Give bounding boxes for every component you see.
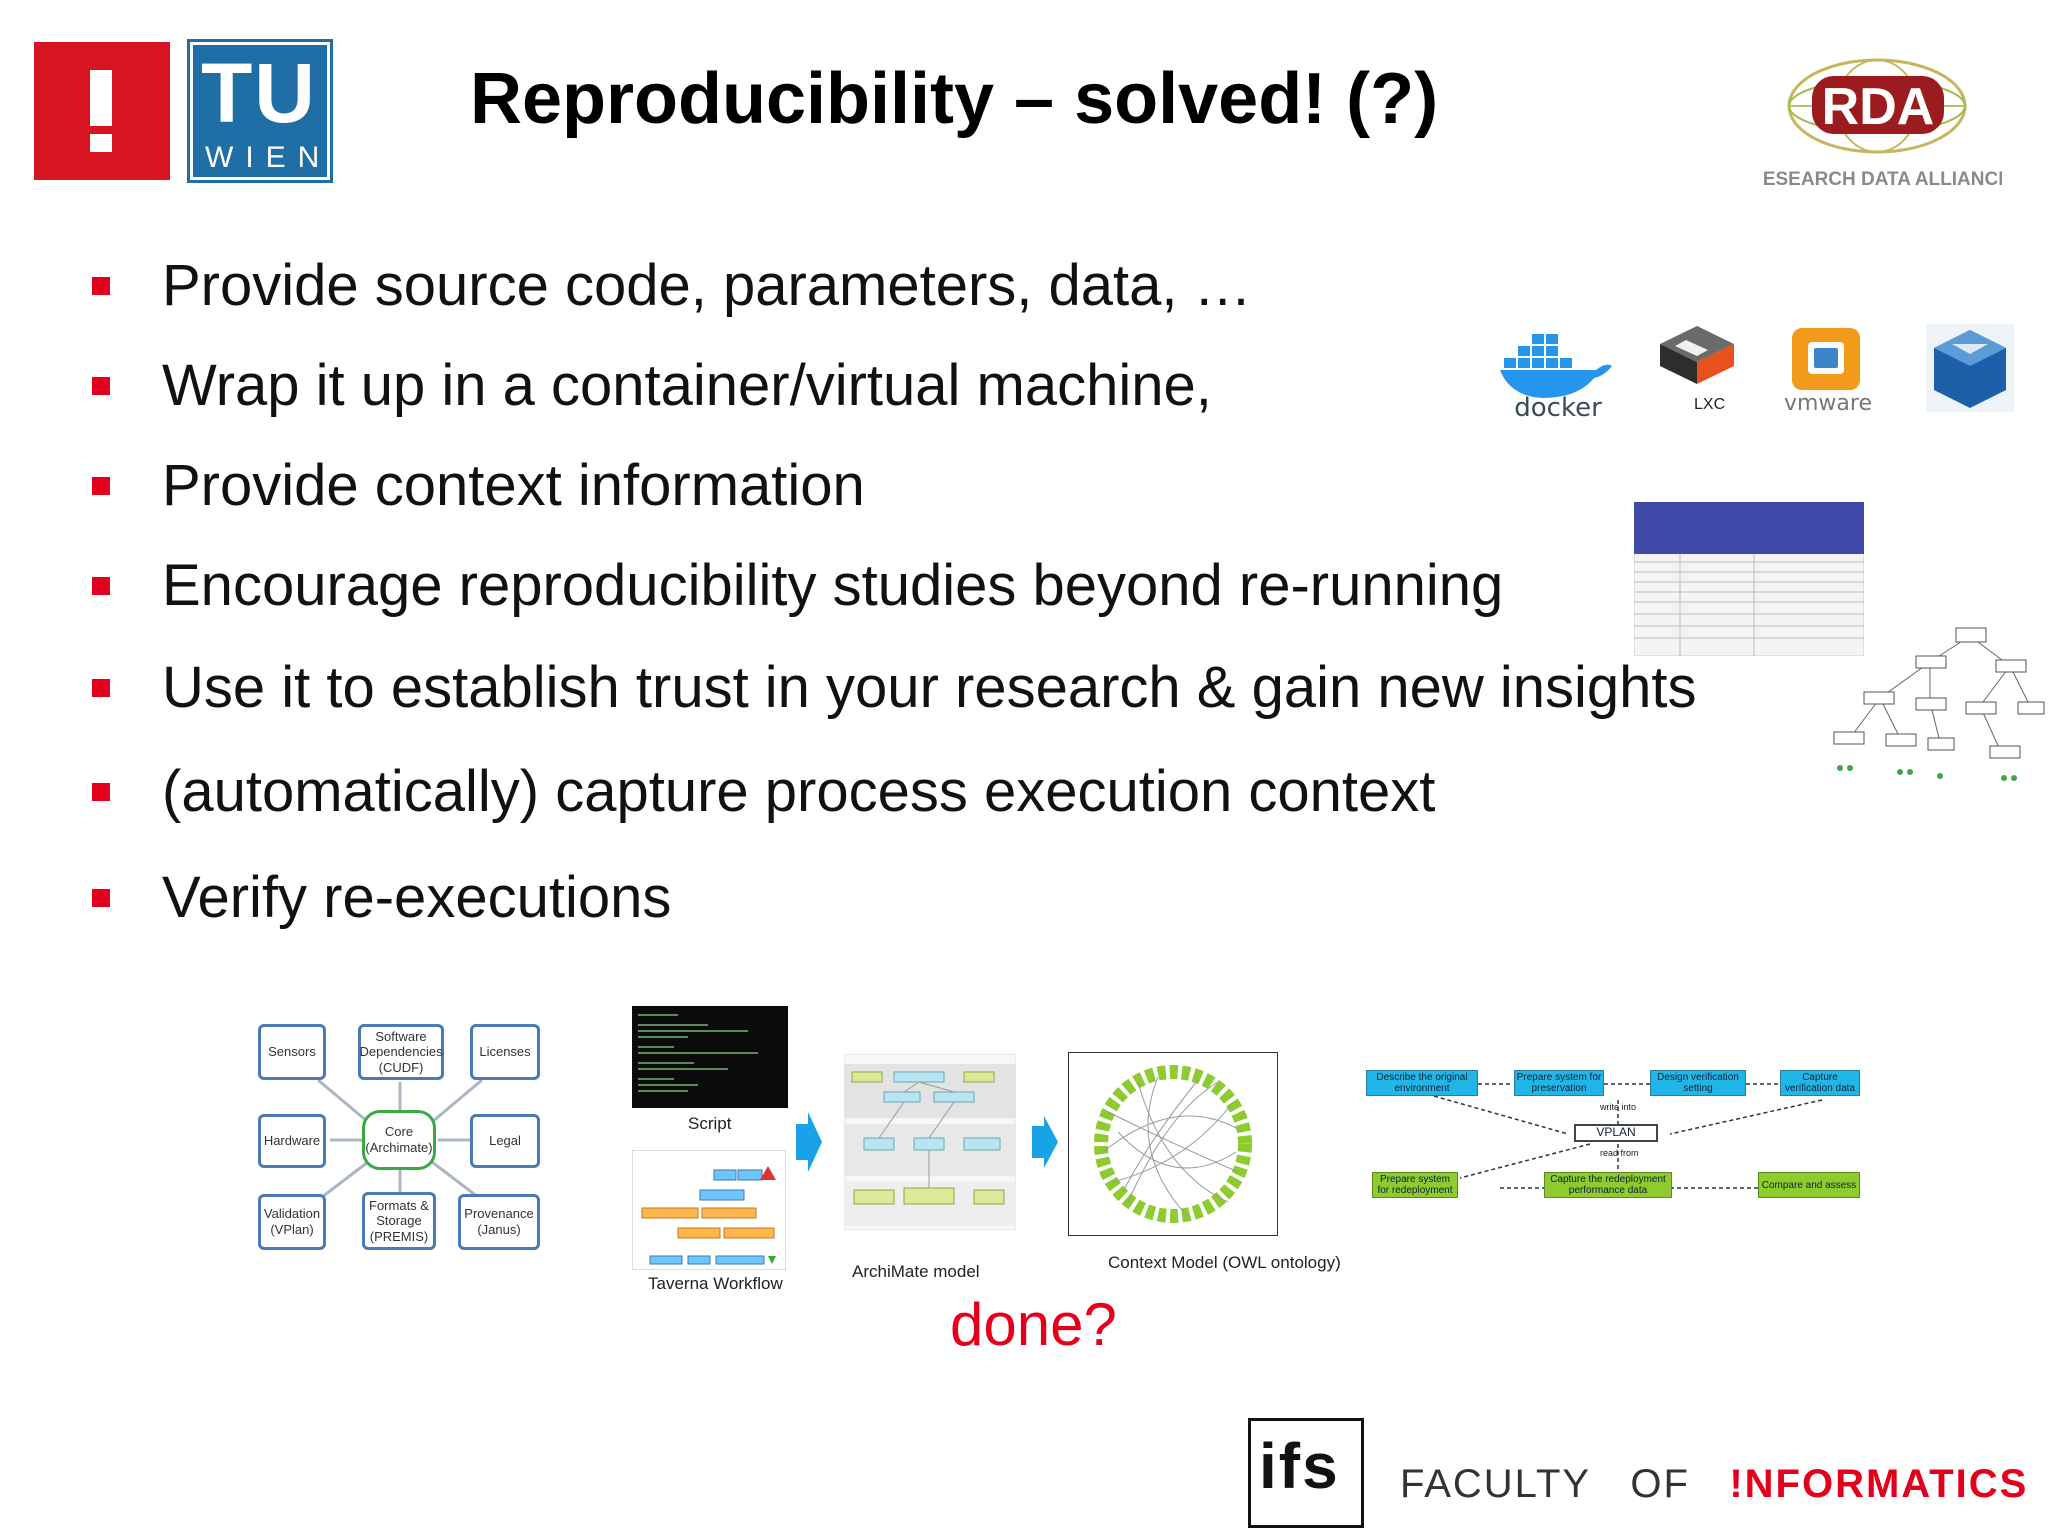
bullet-item: Provide source code, parameters, data, … [92,252,1252,319]
rda-logo-text: RDA [1822,78,1935,136]
virtualbox-icon [1926,324,2014,412]
informatics-word: !NFORMATICS [1729,1462,2029,1506]
bullet-text: Provide context information [162,453,865,518]
bullet-text: (automatically) capture process executio… [162,759,1436,824]
bullet-marker [92,782,110,801]
vflow-edge-write: write into [1600,1102,1637,1112]
reproducibility-matrix-thumbnail [1634,502,1864,656]
node-licenses: Licenses [470,1024,540,1080]
lxc-logo [1660,326,1734,384]
context-model-caption: Context Model (OWL ontology) [1108,1253,1341,1272]
faculty-word: FACULTY [1400,1462,1592,1506]
bullet-item: Verify re-executions [92,864,671,931]
done-question: done? [950,1291,1117,1358]
vflow-edge-read: read from [1600,1148,1639,1158]
of-word: OF [1630,1462,1690,1506]
vflow-prepare-preservation: Prepare system for preservation [1514,1070,1604,1096]
tu-logo-sub: WIEN [205,141,332,174]
arrow-right-icon [1032,1116,1058,1168]
bullet-text: Wrap it up in a container/virtual machin… [162,353,1212,418]
docker-label: docker [1514,393,1602,420]
docker-logo: docker [1500,334,1612,420]
node-provenance: Provenance (Janus) [458,1194,540,1250]
bullet-marker [92,888,110,907]
exclamation-icon [84,70,118,152]
decision-tree-thumbnail [1833,627,2045,781]
bullet-text: Verify re-executions [162,865,672,930]
node-legal: Legal [470,1114,540,1168]
bullet-text: Use it to establish trust in your resear… [162,655,1697,720]
bullet-item: Provide context information [92,452,865,519]
lxc-label: LXC [1694,396,1726,413]
rda-logo-sub: RESEARCH DATA ALLIANCE [1762,169,2002,190]
context-model-thumbnail [1068,1052,1278,1236]
vflow-compare-assess: Compare and assess [1758,1172,1860,1198]
taverna-workflow-thumbnail [632,1150,786,1270]
vflow-prepare-redeployment: Prepare system for redeployment [1372,1172,1458,1198]
tu-wien-logo: TU WIEN [187,39,333,183]
bullet-item: Use it to establish trust in your resear… [92,654,1697,721]
bullet-marker [92,678,110,697]
bullet-marker [92,476,110,495]
taverna-caption: Taverna Workflow [648,1274,783,1293]
vmware-logo: vmware [1784,328,1872,414]
bullet-marker [92,576,110,595]
archimate-model-thumbnail [844,1054,1016,1230]
rda-logo: RDA RESEARCH DATA ALLIANCE [1762,58,2002,190]
bullet-marker [92,276,110,295]
archimate-caption: ArchiMate model [852,1262,980,1281]
ifs-logo-text: ifs [1259,1430,1340,1502]
script-caption: Script [688,1114,732,1133]
bullet-item: (automatically) capture process executio… [92,758,1435,825]
slide-title: Reproducibility – solved! (?) [470,59,1439,139]
verification-flow-edges [1433,1083,1823,1189]
vflow-design-verification: Design verification setting [1650,1070,1746,1096]
vflow-capture-verification: Capture verification data [1780,1070,1860,1096]
ifs-logo: ifs [1248,1418,1364,1528]
node-hardware: Hardware [258,1114,326,1168]
bullet-item: Wrap it up in a container/virtual machin… [92,352,1212,419]
script-thumbnail [632,1006,788,1108]
bullet-item: Encourage reproducibility studies beyond… [92,552,1503,619]
bullet-text: Encourage reproducibility studies beyond… [162,553,1504,618]
arrow-right-icon [796,1112,822,1172]
node-sensors: Sensors [258,1024,326,1080]
vflow-describe-original: Describe the original environment [1366,1070,1478,1096]
bullet-text: Provide source code, parameters, data, … [162,253,1252,318]
vmware-label: vmware [1784,391,1872,414]
node-core: Core (Archimate) [362,1110,436,1170]
tu-wien-logo-mark [34,42,170,180]
faculty-of-informatics: FACULTY OF !NFORMATICS [1400,1462,2028,1507]
vflow-capture-redeployment: Capture the redeployment performance dat… [1544,1172,1672,1198]
vflow-vplan: VPLAN [1574,1124,1658,1142]
node-validation: Validation (VPlan) [258,1194,326,1250]
node-formats-storage: Formats & Storage (PREMIS) [362,1192,436,1250]
tu-logo-text: TU [201,46,317,140]
node-software-dependencies: Software Dependencies (CUDF) [358,1024,444,1080]
bullet-marker [92,376,110,395]
